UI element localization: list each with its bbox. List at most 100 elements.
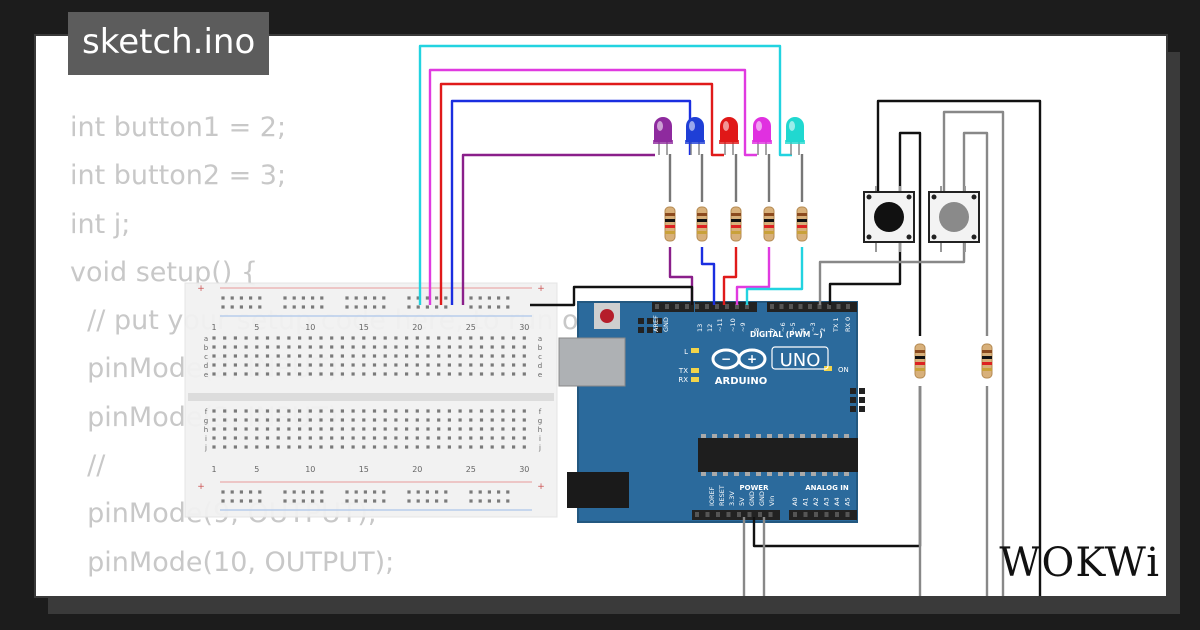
breadboard-rail-hole [469,296,473,300]
breadboard-hole [372,445,377,449]
breadboard-hole [512,427,516,431]
header-pin [675,304,679,309]
breadboard-hole [255,409,259,413]
breadboard-hole [308,409,312,413]
breadboard-hole [276,427,280,431]
header-pin [725,304,729,309]
icsp-pin [859,388,865,394]
breadboard-hole [458,409,462,413]
chip-pin [811,472,816,476]
wire-cyan [418,44,792,305]
breadboard-hole [212,436,216,440]
breadboard-hole [501,445,505,449]
chip-pin [734,434,739,438]
breadboard-hole [415,427,419,431]
breadboard-hole [469,418,473,422]
pin-label: ~5 [789,322,797,332]
breadboard-hole [255,363,259,367]
breadboard-hole [469,427,473,431]
breadboard-rail-hole [416,305,420,309]
breadboard-hole [233,445,237,449]
breadboard-rail-hole [416,490,420,494]
icsp-pin [850,397,856,403]
breadboard-hole [479,363,484,367]
breadboard-hole [287,418,291,422]
led-shine [789,121,795,131]
icsp-pin [850,406,856,412]
breadboard-hole [287,354,291,358]
breadboard-hole [490,354,494,358]
led-rim [685,140,705,144]
breadboard-hole [458,345,462,349]
breadboard-hole [512,409,516,413]
power-pin-label: RESET [718,485,726,506]
breadboard-rail-hole [435,499,439,503]
wire-black-pin2 [828,242,902,305]
breadboard-rail-hole [221,305,225,309]
breadboard-hole [212,363,216,367]
icsp-pin [638,318,644,324]
breadboard-hole [362,345,366,349]
arduino-logo-right [737,348,767,370]
breadboard-rail-hole [230,305,234,309]
breadboard-hole [479,372,484,376]
breadboard-hole [319,418,323,422]
chip-pin [723,434,728,438]
breadboard-hole [223,345,227,349]
breadboard-hole [394,354,398,358]
breadboard-hole [233,436,237,440]
wire-red [439,82,724,305]
header-pin [735,304,739,309]
led-shine [723,121,729,131]
breadboard-hole [308,372,312,376]
breadboard-hole [372,354,377,358]
wire-gray-pin3 [818,242,966,305]
led-rim [653,140,673,144]
breadboard-hole [490,409,494,413]
breadboard-rail-hole [506,296,510,300]
led-shine [756,121,762,131]
breadboard-hole [447,345,451,349]
breadboard-hole [383,354,387,358]
breadboard-hole [265,445,270,449]
breadboard-hole [501,363,505,367]
breadboard-hole [340,345,344,349]
breadboard-hole [437,436,441,440]
file-tab[interactable]: sketch.ino [68,12,270,75]
breadboard-hole [405,445,409,449]
breadboard-hole [372,372,377,376]
code-editor[interactable]: int button1 = 2;int button2 = 3;int j;vo… [70,104,636,596]
led-l [691,348,699,353]
breadboard-rail-hole [239,305,243,309]
breadboard-hole [308,445,312,449]
breadboard-hole [265,345,270,349]
chip-pin [822,434,827,438]
breadboard-hole [426,372,430,376]
breadboard-hole [458,445,462,449]
breadboard-rail-hole [363,305,367,309]
breadboard-column-number: 20 [412,465,422,474]
header-pin [789,304,793,309]
header-pin [793,512,797,517]
breadboard-hole [405,345,409,349]
breadboard-hole [372,363,377,367]
breadboard-row-letter: i [539,435,541,443]
chip-pin [844,434,849,438]
resistor-band [665,231,675,234]
breadboard-rail-hole [320,499,324,503]
breadboard-rail-hole [249,305,253,309]
power-label: POWER [740,484,770,492]
breadboard-hole [265,427,270,431]
breadboard-hole [244,427,248,431]
pushbutton-cap [874,202,904,232]
breadboard-hole [287,436,291,440]
breadboard-rail-hole [230,490,234,494]
breadboard-hole [351,418,355,422]
breadboard-hole [233,354,237,358]
breadboard-rail-hole [249,499,253,503]
breadboard-hole [437,372,441,376]
resistor-body [981,343,993,379]
chip-pin [723,472,728,476]
breadboard-hole [330,336,334,340]
